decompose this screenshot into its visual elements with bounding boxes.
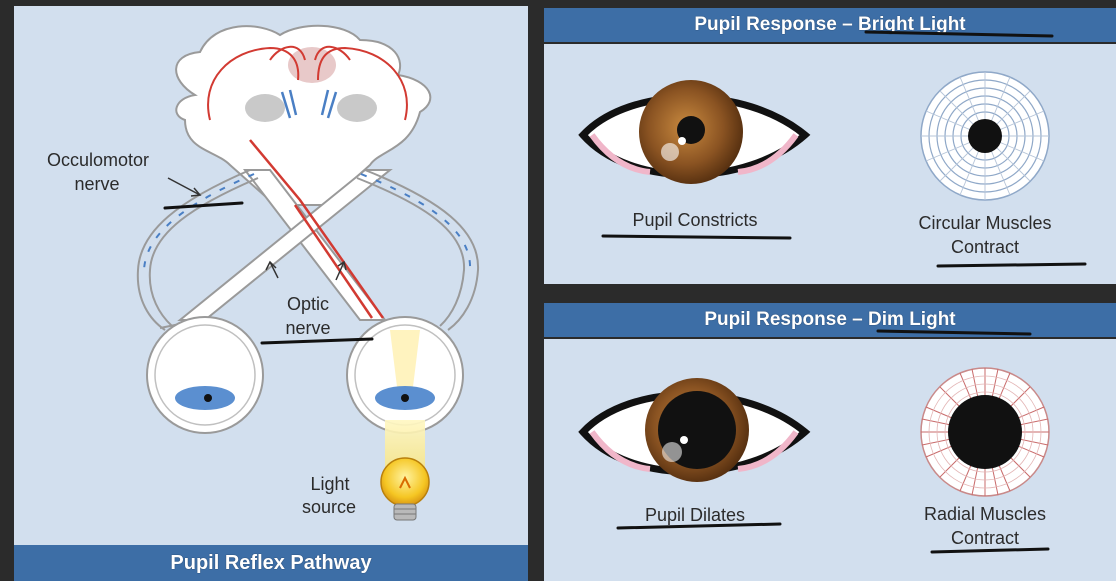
circular-muscles-icon xyxy=(921,72,1049,200)
pupil-constricts-label: Pupil Constricts xyxy=(600,210,790,231)
light-bulb-icon xyxy=(381,458,429,520)
eye-bright-icon xyxy=(583,80,805,184)
left-eyeball xyxy=(147,317,263,433)
brain-outline xyxy=(176,26,430,205)
circular-muscles-label-line2: Contract xyxy=(930,237,1040,258)
eye-dim-icon xyxy=(583,378,805,482)
optic-label-line2: nerve xyxy=(268,318,348,339)
pupil-dilates-label: Pupil Dilates xyxy=(610,505,780,526)
occulomotor-label-line1: Occulomotor xyxy=(38,150,158,171)
occulomotor-label-line2: nerve xyxy=(52,174,142,195)
circular-muscles-label-line1: Circular Muscles xyxy=(880,213,1090,234)
light-source-label-line2: source xyxy=(284,497,374,518)
radial-muscles-label-line2: Contract xyxy=(930,528,1040,549)
radial-muscles-label-line1: Radial Muscles xyxy=(885,504,1085,525)
radial-muscles-icon xyxy=(921,368,1049,496)
optic-label-line1: Optic xyxy=(268,294,348,315)
right-eyeball xyxy=(347,317,463,433)
light-source-label-line1: Light xyxy=(290,474,370,495)
